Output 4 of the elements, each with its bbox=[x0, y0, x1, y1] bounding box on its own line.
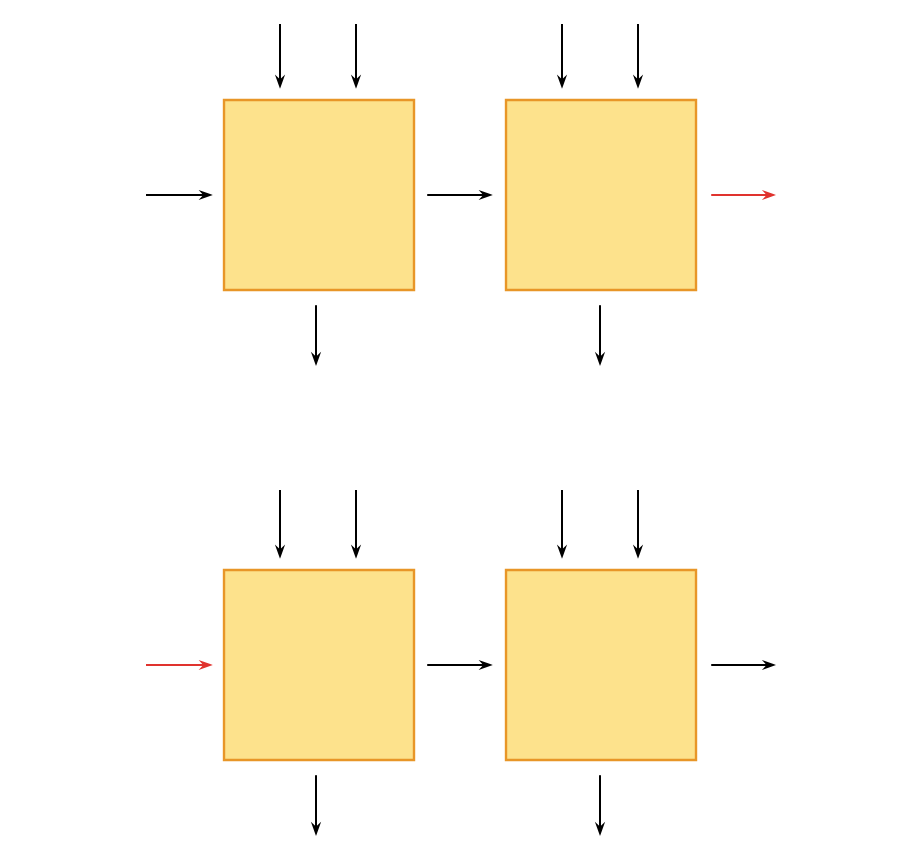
process-box bbox=[222, 568, 416, 762]
process-box bbox=[504, 568, 698, 762]
process-box bbox=[504, 98, 698, 292]
process-box bbox=[222, 98, 416, 292]
